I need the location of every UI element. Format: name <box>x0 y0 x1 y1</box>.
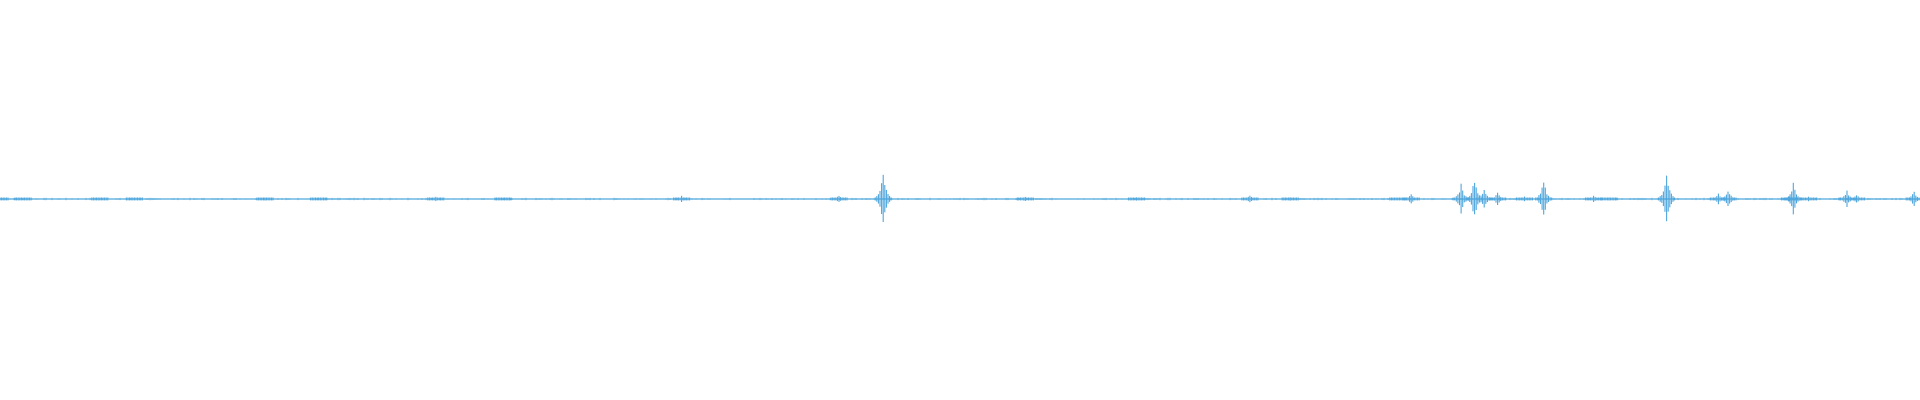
waveform-peak <box>1905 191 1920 206</box>
waveform-peak <box>874 174 892 222</box>
waveform-peak <box>673 195 691 202</box>
waveform-peak <box>14 197 32 201</box>
waveform-peak <box>1800 196 1818 202</box>
waveform-peak <box>1128 197 1146 201</box>
waveform-peak <box>1489 192 1507 205</box>
waveform-peak <box>1389 197 1407 201</box>
waveform-peak <box>91 197 109 201</box>
waveform-peak <box>310 197 328 201</box>
waveform-peak <box>494 197 512 201</box>
waveform-peak <box>1585 195 1603 202</box>
waveform-peak <box>1780 196 1798 202</box>
waveform-peak <box>1452 183 1470 214</box>
waveform-peak <box>1241 195 1259 203</box>
waveform-peak <box>427 196 445 202</box>
waveform-peak <box>1402 194 1420 204</box>
waveform-peak <box>1535 182 1553 215</box>
waveform-peak <box>1719 191 1737 206</box>
waveform-peak <box>1600 197 1618 201</box>
waveform-peak <box>830 195 848 202</box>
waveform-peak <box>1475 190 1493 208</box>
waveform-peak <box>1515 196 1534 202</box>
waveform-peak <box>256 197 274 201</box>
waveform-peak <box>1848 195 1866 203</box>
waveform-peak <box>1281 197 1299 201</box>
waveform-peak <box>1016 196 1034 201</box>
waveform-peak <box>125 197 143 201</box>
waveform-peak <box>1658 175 1676 222</box>
waveform-peak <box>1784 182 1802 215</box>
waveform-peak <box>0 197 9 201</box>
